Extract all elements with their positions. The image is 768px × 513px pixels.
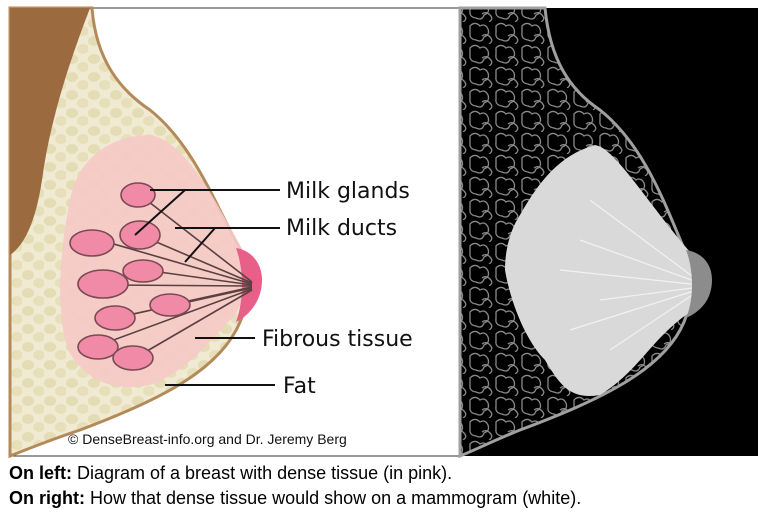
label-leader-lines	[134, 189, 280, 386]
label-fat: Fat	[283, 374, 316, 399]
label-milk-ducts: Milk ducts	[286, 216, 397, 241]
caption-line-right: On right: How that dense tissue would sh…	[9, 486, 759, 511]
caption-right-label: On right:	[9, 488, 85, 508]
mammogram-dense-area	[505, 145, 696, 396]
copyright-credit: © DenseBreast-info.org and Dr. Jeremy Be…	[68, 431, 347, 447]
milk-glands	[69, 182, 191, 371]
caption-left-label: On left:	[9, 463, 72, 483]
left-diagram-panel: Milk glands Milk ducts Fibrous tissue Fa…	[8, 6, 461, 459]
mammogram-nipple	[686, 250, 712, 318]
caption-right-text: How that dense tissue would show on a ma…	[84, 488, 582, 508]
right-mammogram-panel	[458, 6, 758, 459]
mammogram-ducts	[559, 199, 701, 351]
label-fibrous-tissue: Fibrous tissue	[262, 327, 413, 352]
chest-wall	[10, 8, 90, 255]
caption: On left: Diagram of a breast with dense …	[9, 461, 759, 511]
caption-line-left: On left: Diagram of a breast with dense …	[9, 461, 759, 486]
label-milk-glands: Milk glands	[286, 179, 410, 204]
caption-left-text: Diagram of a breast with dense tissue (i…	[72, 463, 453, 483]
breast-density-figure: Milk glands Milk ducts Fibrous tissue Fa…	[8, 6, 758, 459]
